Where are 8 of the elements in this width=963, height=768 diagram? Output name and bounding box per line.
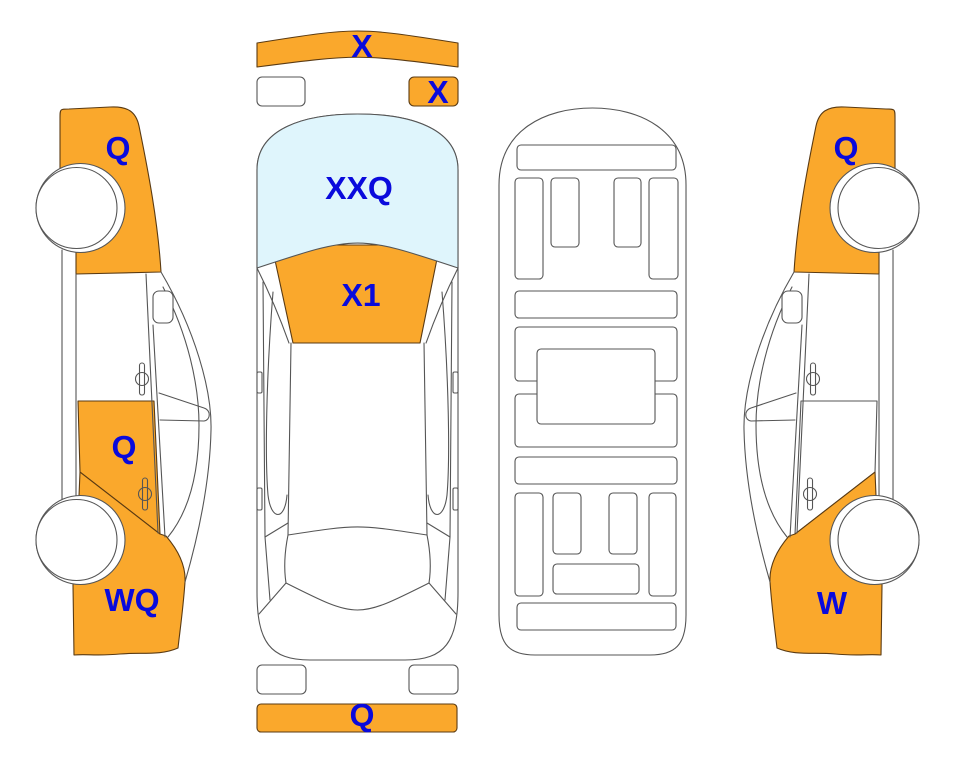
damage-code: Q [834, 136, 858, 166]
damage-code: W [816, 592, 848, 614]
damage-code: Q [112, 436, 136, 464]
damage-code: Q [106, 136, 130, 166]
damage-code: X [352, 35, 372, 57]
damage-code: WQ [104, 588, 158, 618]
damage-code: X [428, 81, 448, 103]
damage-code: Q [350, 704, 374, 732]
